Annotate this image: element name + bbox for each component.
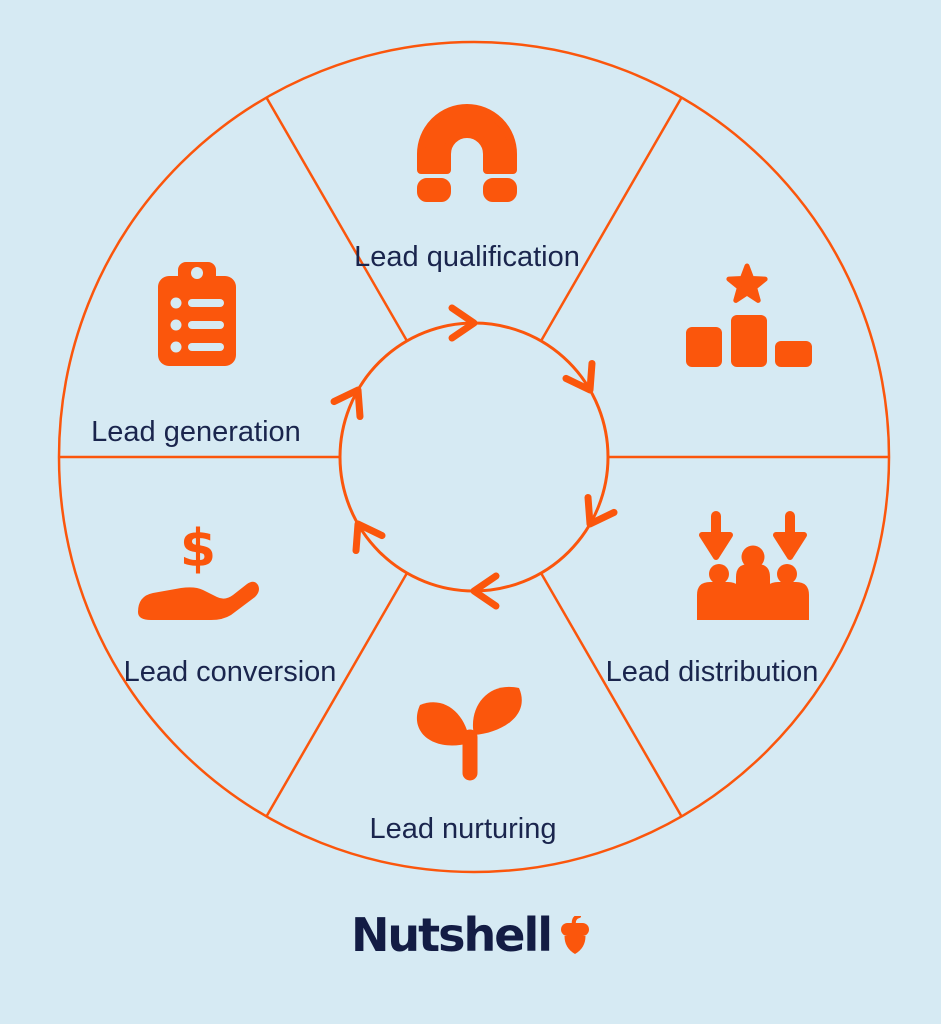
- person-head: [777, 564, 797, 584]
- person-head: [709, 564, 729, 584]
- arrow-icon: [352, 520, 386, 555]
- down-arrow-head: [773, 532, 807, 560]
- left-leaf: [416, 702, 470, 746]
- inner-cycle-circle: [338, 321, 610, 593]
- right-leaf: [472, 686, 522, 735]
- person-body: [736, 564, 770, 620]
- divider-lower-right: [539, 572, 683, 818]
- nutshell-logo: Nutshell: [0, 912, 941, 958]
- open-hand-icon: [138, 581, 259, 620]
- star-icon: [726, 263, 768, 303]
- divider-upper-right: [539, 96, 683, 342]
- arrow-icon: [330, 386, 364, 421]
- podium-star-icon: [686, 263, 812, 367]
- people-arrows-icon: [697, 511, 809, 620]
- arrow-icon: [562, 359, 596, 394]
- seedling-icon: [416, 686, 522, 781]
- arrow-icon: [448, 304, 478, 342]
- clipboard-list-icon: [158, 262, 236, 366]
- person-body: [765, 582, 809, 620]
- label-lead-distribution: Lead distribution: [606, 656, 819, 688]
- hand-dollar-icon: $: [138, 519, 259, 620]
- label-lead-nurturing: Lead nurturing: [369, 813, 556, 845]
- divider-lower-left: [265, 572, 409, 818]
- down-arrow-head: [699, 532, 733, 560]
- acorn-icon: [561, 916, 590, 954]
- person-body: [697, 582, 741, 620]
- label-lead-conversion: Lead conversion: [124, 656, 337, 688]
- label-lead-qualification: Lead qualification: [354, 241, 580, 273]
- magnet-icon: [417, 104, 517, 202]
- label-lead-generation: Lead generation: [91, 416, 301, 448]
- sector-dividers: [59, 96, 889, 818]
- arrow-icon: [584, 493, 618, 528]
- dollar-sign-icon: $: [180, 519, 216, 579]
- person-head: [741, 545, 765, 569]
- divider-upper-left: [265, 96, 409, 342]
- arrow-icon: [470, 572, 500, 610]
- nutshell-wordmark: Nutshell: [350, 908, 553, 962]
- cycle-arrows: [330, 304, 618, 610]
